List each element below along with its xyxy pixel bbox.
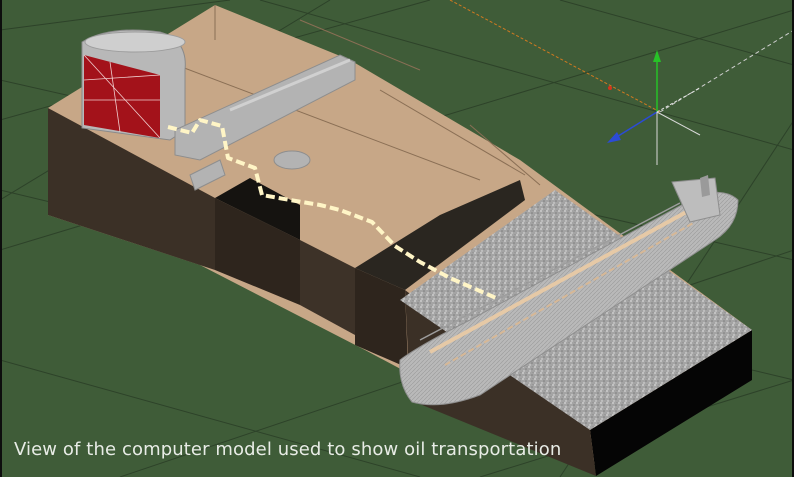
axis-line-white bbox=[659, 29, 794, 113]
pipe-rack[interactable] bbox=[174, 54, 356, 191]
axis-line-orange bbox=[449, 0, 661, 113]
viewport-left-border bbox=[0, 0, 2, 477]
viewport-right-border bbox=[792, 0, 794, 477]
pipeline bbox=[167, 118, 497, 300]
oil-tanker[interactable] bbox=[399, 175, 739, 406]
storage-tank[interactable] bbox=[81, 29, 186, 141]
viewport-caption: View of the computer model used to show … bbox=[14, 439, 562, 460]
axis-gizmo-icon[interactable] bbox=[607, 50, 701, 165]
